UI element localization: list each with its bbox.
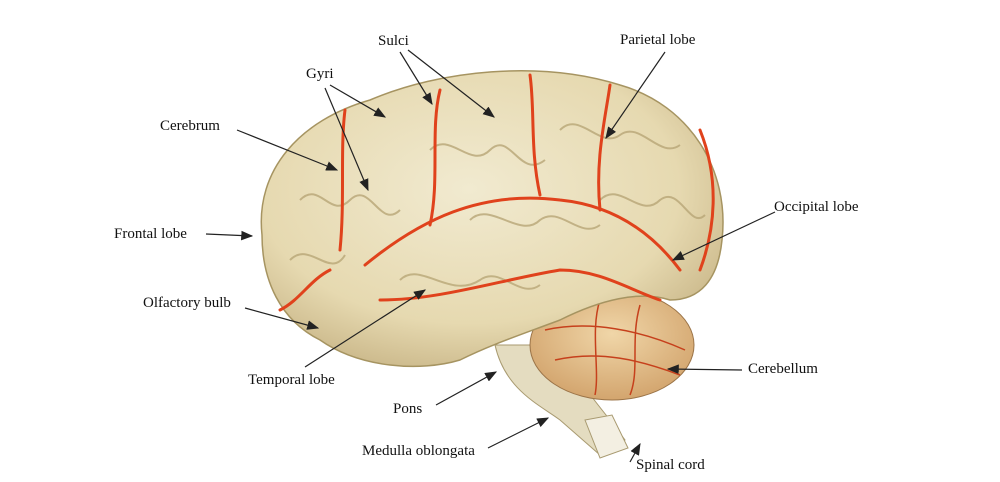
arrow-medulla	[487, 417, 550, 449]
arrow-cerebellum	[666, 364, 743, 374]
arrow-frontal	[205, 230, 254, 241]
arrow-gyri-2	[324, 87, 369, 192]
cerebellum-vessels	[544, 299, 686, 396]
label-medulla-oblongata: Medulla oblongata	[362, 443, 475, 459]
label-temporal-lobe: Temporal lobe	[248, 372, 335, 388]
arrow-sulci-2	[407, 49, 495, 118]
label-spinal-cord: Spinal cord	[636, 457, 705, 473]
label-pons: Pons	[393, 401, 423, 417]
arrow-sulci-1	[399, 51, 433, 106]
label-arrows	[205, 49, 776, 463]
arrow-occipital	[671, 211, 776, 261]
arrow-gyri-1	[329, 84, 387, 118]
label-occipital-lobe: Occipital lobe	[774, 199, 859, 215]
label-gyri: Gyri	[306, 66, 334, 82]
arrow-cerebrum	[236, 129, 339, 171]
arrow-spinal	[629, 442, 641, 463]
arrow-pons	[435, 371, 498, 406]
label-cerebrum: Cerebrum	[160, 118, 220, 134]
arrow-olfactory	[244, 307, 320, 330]
gyri-folds	[289, 123, 706, 290]
blood-vessels	[278, 73, 715, 312]
spinal-cord	[584, 414, 629, 459]
cerebrum	[260, 70, 724, 368]
label-olfactory-bulb: Olfactory bulb	[143, 295, 231, 311]
label-cerebellum: Cerebellum	[748, 361, 818, 377]
label-sulci: Sulci	[378, 33, 409, 49]
arrow-temporal	[304, 289, 427, 368]
arrow-parietal	[605, 51, 666, 139]
label-parietal-lobe: Parietal lobe	[620, 32, 696, 48]
label-frontal-lobe: Frontal lobe	[114, 226, 187, 242]
